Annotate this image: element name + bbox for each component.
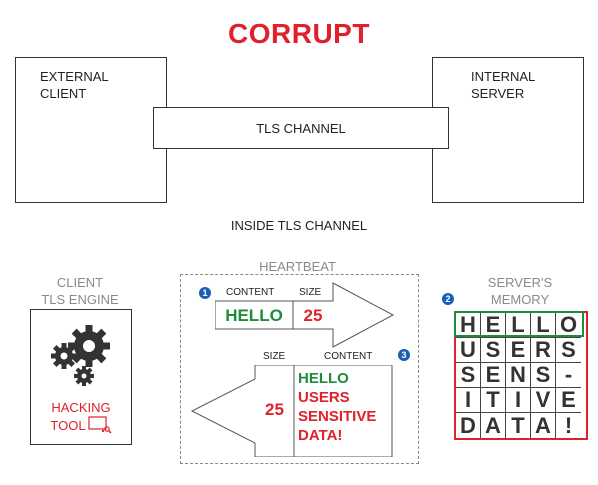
memory-cell: E	[481, 362, 506, 388]
memory-cell: I	[456, 387, 481, 413]
memory-cell: S	[481, 337, 506, 363]
memory-cell: N	[506, 362, 531, 388]
client-tls-engine-line1: CLIENT	[56, 275, 104, 290]
request-content-header: CONTENT	[226, 287, 275, 298]
request-size-header: SIZE	[299, 287, 322, 298]
response-content-header: CONTENT	[324, 351, 373, 362]
inside-tls-channel-caption: INSIDE TLS CHANNEL	[230, 218, 368, 233]
response-badge: 3	[398, 349, 410, 361]
memory-cell: E	[506, 337, 531, 363]
memory-cell: S	[556, 337, 581, 363]
memory-cell: L	[531, 312, 556, 338]
memory-cell: A	[531, 413, 556, 438]
hacking-tool-label: HACKING TOOL	[31, 400, 131, 434]
memory-cell: U	[456, 337, 481, 363]
response-size-value: 25	[265, 400, 284, 419]
client-engine-box: HACKING TOOL	[30, 309, 132, 445]
internal-server-label-line2: SERVER	[471, 86, 525, 101]
external-client-box: EXTERNAL CLIENT	[15, 57, 167, 203]
external-client-label-line2: CLIENT	[40, 86, 87, 101]
external-client-label-line1: EXTERNAL	[40, 69, 109, 84]
memory-badge: 2	[442, 293, 454, 305]
request-content-value: HELLO	[225, 306, 283, 325]
response-content-line-2: USERS	[298, 389, 350, 406]
client-tls-engine-line2: TLS ENGINE	[41, 292, 119, 307]
memory-cell: L	[506, 312, 531, 338]
hacking-tool-line1: HACKING	[51, 400, 111, 415]
internal-server-box: INTERNAL SERVER	[432, 57, 584, 203]
memory-cell: A	[481, 413, 506, 438]
memory-cell: D	[456, 413, 481, 438]
memory-cell: -	[556, 362, 581, 388]
response-content-line-4: DATA!	[298, 427, 343, 444]
gears-icon	[51, 325, 110, 386]
response-size-header: SIZE	[263, 351, 286, 362]
response-content-lines: HELLO USERS SENSITIVE DATA!	[298, 369, 376, 445]
memory-cell: S	[531, 362, 556, 388]
hacking-tool-icon	[87, 416, 112, 434]
response-content-line-3: SENSITIVE	[298, 408, 377, 425]
tls-channel-bar: TLS CHANNEL	[153, 107, 449, 149]
servers-memory-line2: MEMORY	[490, 292, 550, 307]
response-content-line-1: HELLO	[298, 370, 349, 387]
memory-cell: R	[531, 337, 556, 363]
request-badge: 1	[199, 287, 211, 299]
response-arrow	[190, 365, 393, 457]
memory-cell: T	[506, 413, 531, 438]
memory-cell: H	[456, 312, 481, 338]
memory-grid: H E L L O U S E R S S E N S - I T I V E …	[454, 311, 588, 440]
memory-cell: !	[564, 412, 573, 438]
heartbeat-frame	[180, 274, 419, 464]
memory-cell: T	[481, 387, 506, 413]
servers-memory-line1: SERVER'S	[487, 275, 553, 290]
client-tls-engine-label: CLIENT TLS ENGINE	[30, 274, 130, 308]
internal-server-label-line1: INTERNAL	[471, 69, 536, 84]
diagram-title: CORRUPT	[228, 18, 370, 49]
memory-cell: O	[556, 312, 581, 338]
hacking-tool-line2: TOOL	[50, 418, 86, 433]
servers-memory-label: SERVER'S MEMORY	[470, 274, 570, 308]
request-size-value: 25	[303, 306, 323, 325]
memory-cell: I	[506, 387, 531, 413]
memory-cell: V	[531, 387, 556, 413]
tls-channel-label: TLS CHANNEL	[256, 120, 346, 136]
request-arrow	[215, 282, 395, 348]
memory-cell: E	[481, 312, 506, 338]
memory-cell: S	[456, 362, 481, 388]
heartbeat-label: HEARTBEAT	[259, 259, 336, 274]
memory-cell: E	[556, 387, 581, 413]
